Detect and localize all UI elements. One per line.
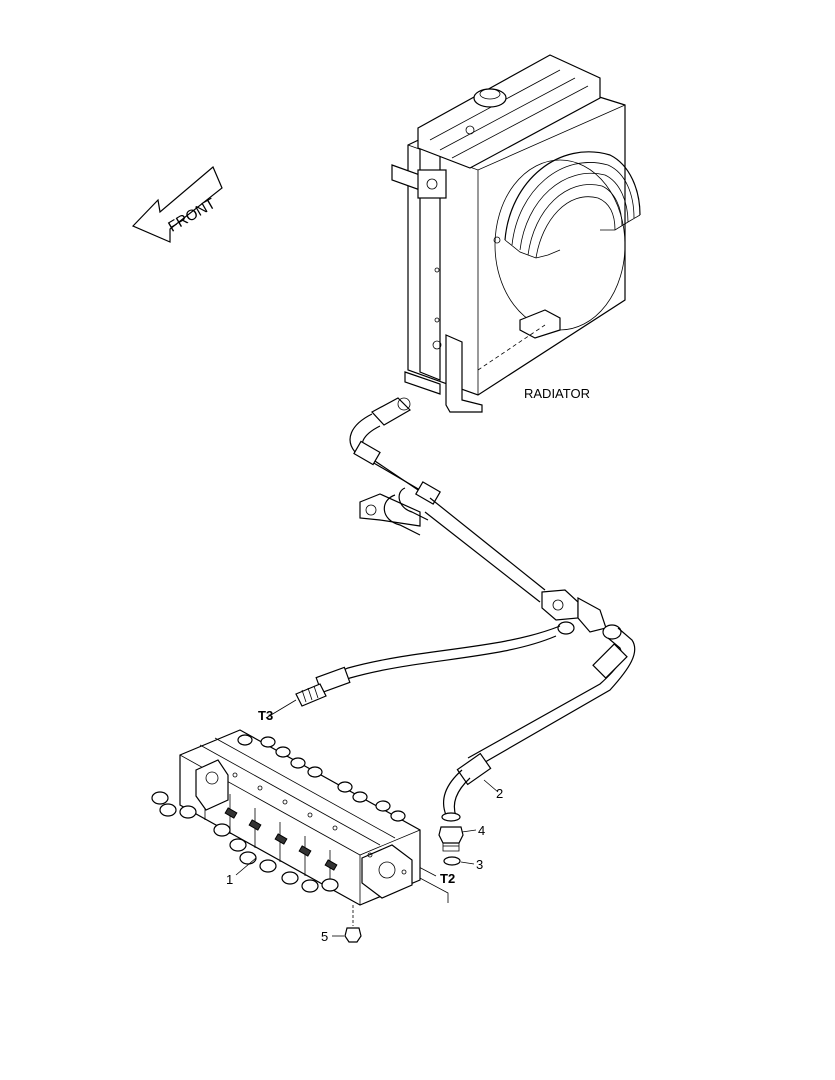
callout-5: 5 <box>321 929 328 944</box>
port-caps-front <box>151 791 339 893</box>
t3-label: T3 <box>258 708 273 723</box>
callout-1: 1 <box>226 872 233 887</box>
control-valve <box>151 729 421 906</box>
callout-4: 4 <box>478 823 485 838</box>
radiator-label: RADIATOR <box>524 386 590 401</box>
plug-5: 5 <box>321 905 362 944</box>
adapter-and-oring: 4 3 <box>438 823 485 872</box>
t2-label: T2 <box>440 871 455 886</box>
upper-hose <box>349 397 546 603</box>
t3-hose: T3 <box>258 625 561 723</box>
callout-2: 2 <box>496 786 503 801</box>
spool-caps-top <box>237 734 406 822</box>
callout-3: 3 <box>476 857 483 872</box>
hose-2: 2 <box>441 627 636 822</box>
tee-fitting <box>541 589 622 640</box>
radiator: RADIATOR <box>391 54 641 413</box>
front-arrow: FRONT <box>131 166 223 243</box>
spools <box>224 807 338 871</box>
